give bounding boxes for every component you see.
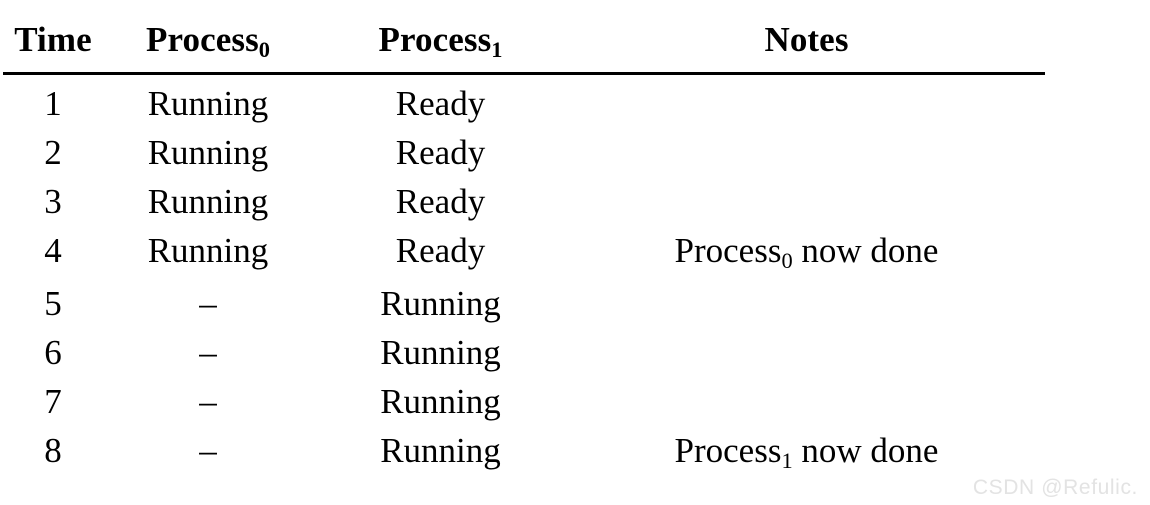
column-header-process0-subscript: 0 (258, 36, 270, 62)
cell-process0: – (199, 333, 217, 372)
cell-process1: Ready (395, 133, 486, 172)
table-body: 1 Running Ready 2 Running Ready 3 Runnin… (3, 74, 1045, 480)
cell-notes (568, 377, 1045, 426)
cell-process0: Running (147, 84, 269, 123)
column-header-process1-label: Process (378, 20, 492, 59)
table-row: 1 Running Ready (3, 74, 1045, 129)
cell-time: 7 (44, 382, 62, 421)
column-header-process0: Process0 (103, 18, 313, 74)
cell-process1: Running (380, 382, 501, 421)
cell-notes (568, 177, 1045, 226)
cell-process1: Ready (395, 84, 486, 123)
column-header-notes: Notes (568, 18, 1045, 74)
cell-notes (568, 128, 1045, 177)
table-row: 4 Running Ready Process0 now done (3, 226, 1045, 279)
cell-time: 5 (44, 284, 62, 323)
cell-notes-tail: now done (792, 431, 939, 470)
column-header-process0-label: Process (146, 20, 259, 59)
table-row: 6 – Running (3, 328, 1045, 377)
cell-notes (568, 74, 1045, 129)
cell-process0: – (199, 382, 217, 421)
cell-notes (568, 328, 1045, 377)
cell-process1: Running (380, 431, 501, 470)
cell-process1: Ready (395, 231, 486, 270)
cell-notes-subscript: 0 (781, 247, 793, 273)
csdn-watermark: CSDN @Refulic. (972, 476, 1138, 499)
cell-time: 1 (44, 84, 62, 123)
cell-process1: Ready (395, 182, 486, 221)
cell-time: 2 (44, 133, 62, 172)
cell-notes: Process0 now done (568, 226, 1045, 279)
cell-process0: Running (147, 231, 269, 270)
table-row: 5 – Running (3, 279, 1045, 328)
cell-notes: Process1 now done (568, 426, 1045, 479)
cell-process0: Running (147, 182, 269, 221)
table-header-row: Time Process0 Process1 Notes (3, 18, 1045, 74)
cell-notes-tail: now done (792, 231, 939, 270)
column-header-notes-label: Notes (764, 20, 849, 59)
column-header-process1-subscript: 1 (491, 36, 503, 62)
cell-time: 4 (44, 231, 62, 270)
table-row: 8 – Running Process1 now done (3, 426, 1045, 479)
cell-notes-text: Process (674, 431, 782, 470)
column-header-time-label: Time (14, 20, 92, 59)
cell-notes-text: Process (674, 231, 782, 270)
cell-process0: Running (147, 133, 269, 172)
table-row: 2 Running Ready (3, 128, 1045, 177)
cell-process0: – (199, 431, 217, 470)
table-header: Time Process0 Process1 Notes (3, 18, 1045, 74)
cell-time: 8 (44, 431, 62, 470)
cell-process1: Running (380, 284, 501, 323)
column-header-process1: Process1 (313, 18, 568, 74)
cell-time: 3 (44, 182, 62, 221)
process-schedule-table: Time Process0 Process1 Notes 1 Running R… (3, 18, 1045, 479)
cell-process0: – (199, 284, 217, 323)
cell-notes-subscript: 1 (781, 447, 793, 473)
table-row: 7 – Running (3, 377, 1045, 426)
column-header-time: Time (3, 18, 103, 74)
cell-time: 6 (44, 333, 62, 372)
cell-process1: Running (380, 333, 501, 372)
table-row: 3 Running Ready (3, 177, 1045, 226)
cell-notes (568, 279, 1045, 328)
